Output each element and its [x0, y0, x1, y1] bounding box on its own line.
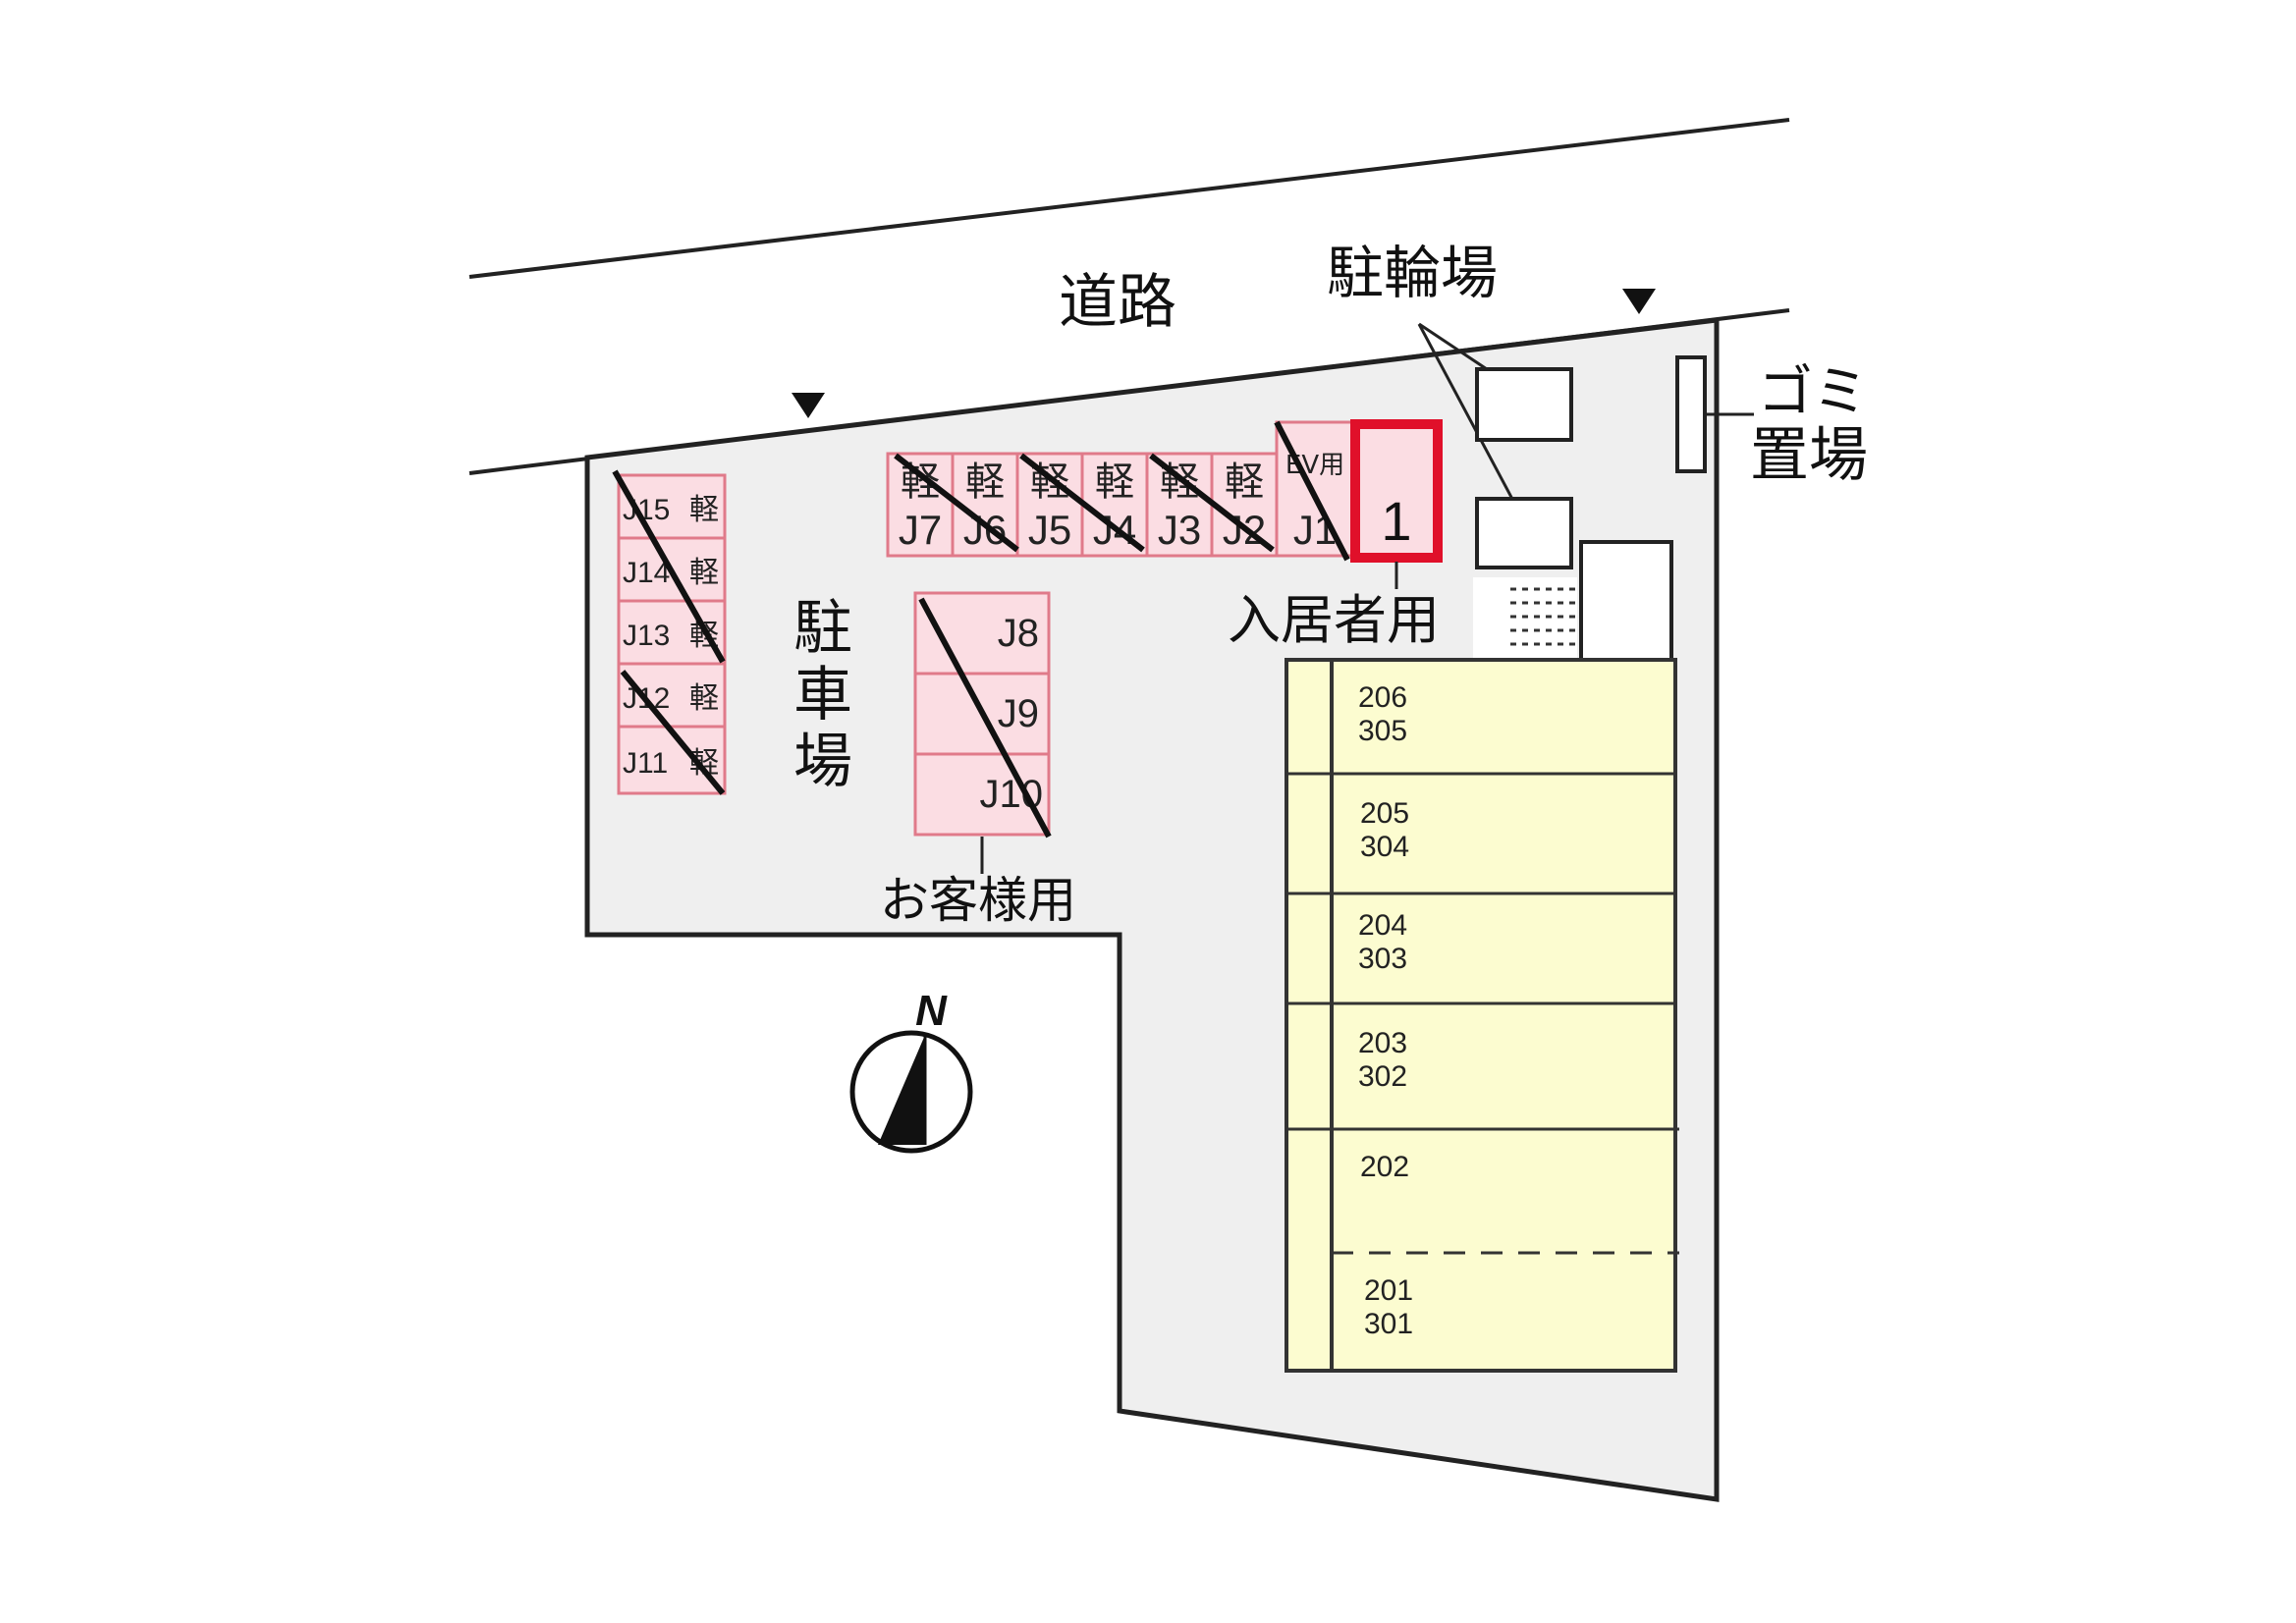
svg-text:201: 201	[1364, 1274, 1413, 1307]
svg-text:軽: 軽	[689, 493, 719, 527]
svg-text:J11: J11	[623, 747, 668, 780]
entrance-marker-left	[792, 393, 825, 418]
resident-space-highlight[interactable]: 1	[1350, 419, 1443, 563]
resident-use-label: 入居者用	[1228, 589, 1440, 651]
bicycle-leader-2	[1417, 323, 1516, 504]
parking-space: 軽 J4	[1080, 452, 1149, 558]
svg-text:軽: 軽	[689, 556, 719, 590]
bicycle-rack-1	[1475, 367, 1573, 442]
strike-line	[918, 597, 1052, 839]
svg-text:軽: 軽	[1095, 460, 1134, 505]
svg-text:302: 302	[1358, 1060, 1407, 1093]
svg-text:J14: J14	[623, 557, 670, 589]
garbage-label-line1: ゴミ	[1758, 360, 1868, 424]
svg-text:303: 303	[1358, 943, 1407, 975]
svg-text:軽: 軽	[689, 681, 719, 716]
parking-space: J11 軽	[617, 725, 727, 795]
svg-text:204: 204	[1358, 909, 1407, 942]
parking-space: J8	[913, 591, 1051, 676]
parking-lot-label-1: 駐	[793, 594, 852, 663]
entrance-marker-right	[1622, 289, 1656, 314]
parking-space: 軽 J2	[1210, 452, 1279, 558]
svg-text:J5: J5	[1028, 507, 1071, 553]
svg-text:203: 203	[1358, 1027, 1407, 1059]
stair-area	[1473, 540, 1673, 662]
svg-text:軽: 軽	[689, 746, 719, 781]
svg-text:J9: J9	[998, 692, 1039, 735]
svg-text:J3: J3	[1158, 507, 1201, 553]
north-label: N	[915, 987, 948, 1035]
parking-lot-label-2: 車	[793, 661, 852, 730]
strike-line	[1019, 453, 1145, 553]
garbage-area	[1675, 355, 1707, 473]
strike-line	[894, 453, 1019, 553]
parking-space: J13 軽	[617, 599, 727, 666]
garbage-label-line2: 置場	[1750, 421, 1868, 490]
strike-line	[612, 469, 726, 664]
svg-text:J13: J13	[623, 620, 670, 652]
strike-line	[1274, 420, 1350, 562]
resident-space-number: 1	[1381, 490, 1411, 552]
unit-label: 205 304	[1360, 797, 1409, 863]
unit-label: 201 301	[1364, 1274, 1413, 1340]
svg-text:301: 301	[1364, 1308, 1413, 1340]
svg-text:202: 202	[1360, 1151, 1409, 1183]
unit-label: 204 303	[1358, 909, 1407, 975]
svg-text:205: 205	[1360, 797, 1409, 830]
building	[1285, 658, 1679, 1373]
parking-lot-label-3: 場	[793, 728, 852, 796]
left-parking-column: J15 軽 J14 軽 J13 軽 J12 軽 J11 軽	[612, 469, 727, 795]
parking-space: J12 軽	[617, 662, 727, 729]
svg-text:J7: J7	[899, 507, 942, 553]
svg-text:206: 206	[1358, 681, 1407, 714]
top-parking-row: 軽 J7 軽 J6 軽 J5 軽 J4 軽 J3 軽 J2	[886, 420, 1355, 562]
road-label: 道路	[1059, 268, 1176, 337]
compass-needle-icon	[878, 1035, 925, 1145]
strike-line	[620, 670, 726, 795]
parking-space: J9	[913, 672, 1051, 756]
svg-text:304: 304	[1360, 831, 1409, 863]
unit-label: 206 305	[1358, 681, 1407, 747]
parking-space: 軽 J7	[886, 452, 955, 558]
unit-label: 203 302	[1358, 1027, 1407, 1093]
north-compass: N	[849, 987, 973, 1154]
parking-space: 軽 J3	[1145, 452, 1214, 558]
svg-text:J8: J8	[998, 612, 1039, 655]
bicycle-parking-label: 駐輪場	[1327, 240, 1498, 306]
parking-space: J14 軽	[617, 536, 727, 603]
guest-parking: J8 J9 J10	[913, 591, 1052, 839]
svg-text:軽: 軽	[965, 460, 1005, 505]
svg-text:軽: 軽	[1225, 460, 1264, 505]
bicycle-rack-2	[1475, 497, 1573, 569]
guest-use-label: お客様用	[880, 872, 1076, 929]
unit-label: 202	[1360, 1151, 1409, 1183]
svg-text:305: 305	[1358, 715, 1407, 747]
strike-line	[1149, 453, 1275, 553]
parking-space: 軽 J5	[1015, 452, 1084, 558]
road-edge-top	[468, 118, 1790, 279]
